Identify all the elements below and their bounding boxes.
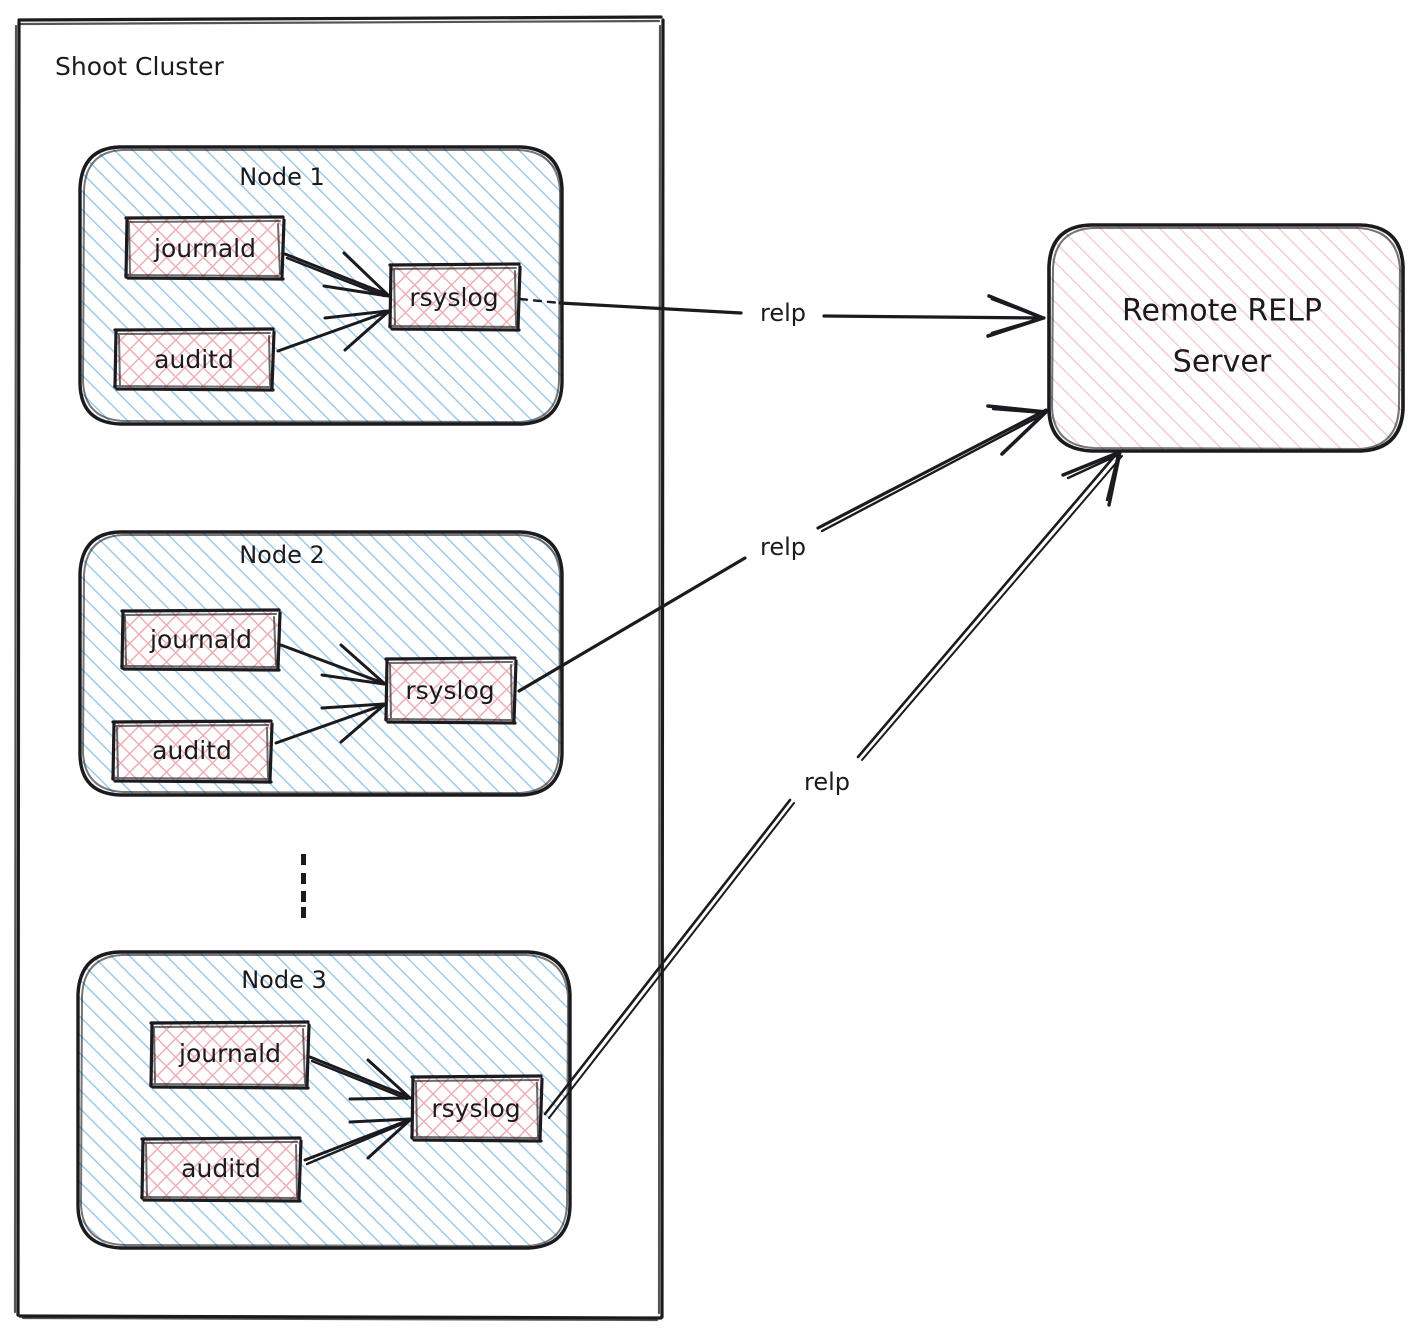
node-1-journald-label: journald	[153, 234, 256, 263]
node-3-auditd-label: auditd	[181, 1154, 261, 1183]
node-3-journald-to-rsyslog-arrow	[308, 1055, 412, 1101]
remote-relp-server-box	[1047, 223, 1405, 453]
node-1-journald-box	[124, 215, 286, 281]
node-2-rsyslog-box	[384, 656, 518, 725]
node-3-auditd-box	[140, 1136, 303, 1203]
node-3-auditd-to-rsyslog-arrow	[303, 1117, 412, 1166]
node-1-auditd-box	[113, 327, 276, 392]
node-2-rsyslog-label: rsyslog	[405, 676, 494, 705]
node-2-auditd-to-rsyslog-arrow	[274, 702, 386, 745]
node-1-rsyslog-label: rsyslog	[409, 283, 498, 312]
relp-edge-1-label: relp	[760, 299, 806, 327]
vertical-ellipsis	[301, 854, 306, 918]
node-1-journald-to-rsyslog-arrow	[283, 251, 390, 298]
relp-edge-3-label: relp	[804, 768, 850, 796]
server-label-line2: Server	[1173, 345, 1272, 380]
relp-edge-2	[517, 404, 1048, 693]
node-2-journald-label: journald	[149, 625, 252, 654]
server-label-line1: Remote RELP	[1122, 294, 1322, 329]
node-1-label: Node 1	[239, 163, 325, 191]
node-3-journald-box	[149, 1020, 311, 1090]
node-1-auditd-label: auditd	[154, 345, 234, 374]
relp-edge-3	[543, 450, 1123, 1119]
node-2-journald-to-rsyslog-arrow	[279, 643, 387, 686]
node-3-rsyslog-label: rsyslog	[431, 1094, 520, 1123]
node-2-label: Node 2	[239, 541, 325, 569]
relp-edge-1	[518, 294, 1046, 338]
shoot-cluster-box	[13, 15, 665, 1322]
node-3-journald-label: journald	[178, 1039, 281, 1068]
node-2-auditd-box	[111, 719, 274, 784]
relp-edge-2-label: relp	[760, 533, 806, 561]
node-2-journald-box	[120, 608, 282, 672]
node-3-rsyslog-box	[410, 1074, 544, 1143]
node-3-label: Node 3	[241, 966, 327, 994]
node-1-rsyslog-box	[388, 262, 522, 332]
node-2-auditd-label: auditd	[152, 736, 232, 765]
cluster-label: Shoot Cluster	[55, 52, 225, 81]
node-1-auditd-to-rsyslog-arrow	[276, 309, 390, 353]
